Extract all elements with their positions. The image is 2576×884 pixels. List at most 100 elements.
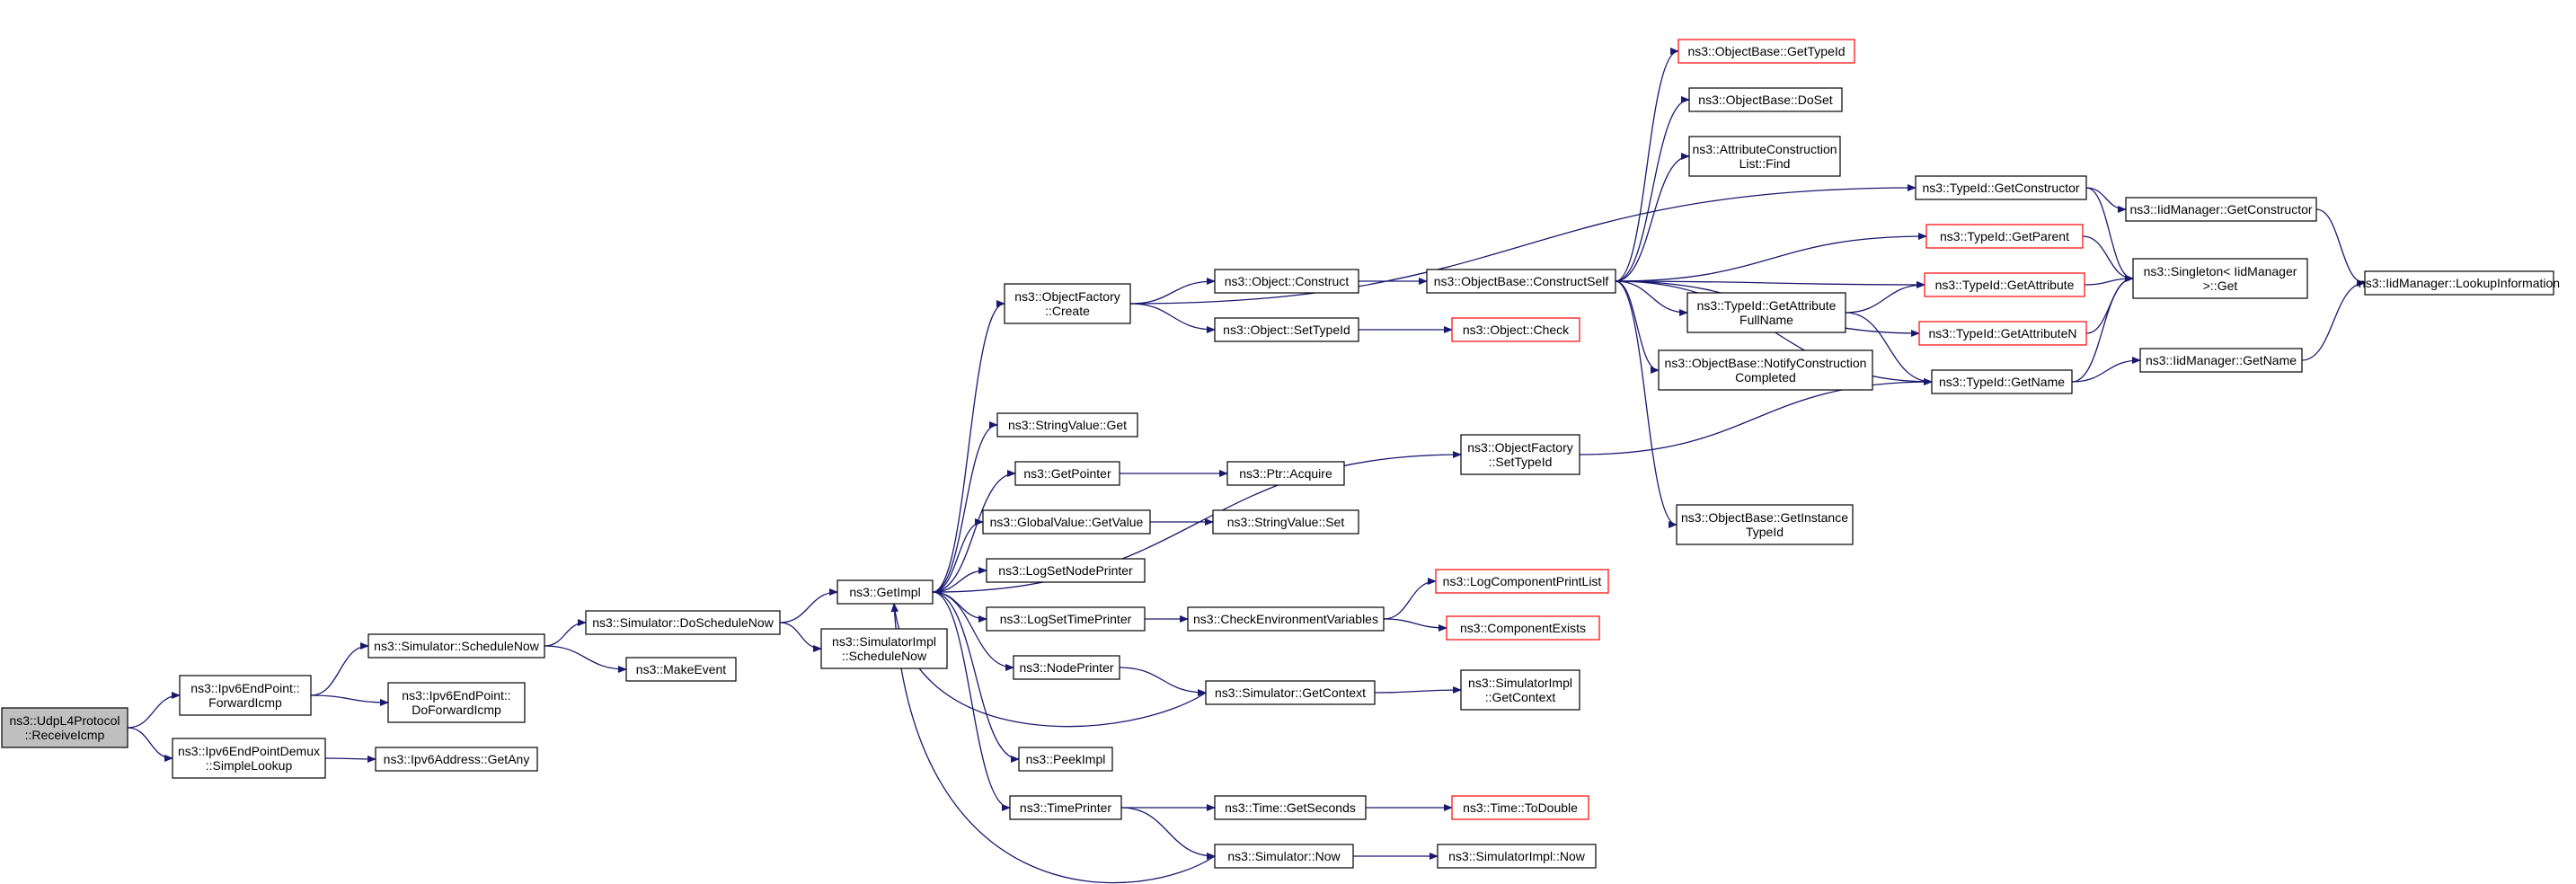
node-logsettime[interactable]: ns3::LogSetTimePrinter: [986, 606, 1146, 632]
call-edge-obconstructself-to-attrconstfind: [1615, 153, 1690, 282]
node-simimplsched[interactable]: ns3::SimulatorImpl::ScheduleNow: [820, 628, 948, 669]
node-label: ns3::TimePrinter: [1020, 800, 1112, 815]
node-gvgetvalue[interactable]: ns3::GlobalValue::GetValue: [982, 509, 1151, 535]
node-obnotify[interactable]: ns3::ObjectBase::NotifyConstructionCompl…: [1658, 349, 1873, 391]
node-box: [1688, 136, 1841, 177]
node-label: ns3::TypeId::GetAttribute: [1935, 278, 2075, 292]
node-label: ns3::TypeId::GetParent: [1940, 229, 2069, 243]
node-label: ns3::IidManager::GetName: [2146, 353, 2297, 367]
node-box: [625, 657, 737, 682]
node-simimplgetctx[interactable]: ns3::SimulatorImpl::GetContext: [1460, 669, 1580, 711]
node-ptracquire[interactable]: ns3::Ptr::Acquire: [1226, 461, 1345, 486]
node-label: ns3::IidManager::LookupInformation: [2359, 276, 2560, 290]
node-timeprinter[interactable]: ns3::TimePrinter: [1009, 795, 1122, 820]
node-simgetctx[interactable]: ns3::Simulator::GetContext: [1205, 680, 1376, 705]
node-label: ns3::Ipv6EndPointDemux: [178, 744, 320, 758]
node-singleton[interactable]: ns3::Singleton< IidManager >::Get: [2132, 258, 2308, 299]
node-tidgetattr[interactable]: ns3::TypeId::GetAttribute: [1924, 272, 2085, 297]
node-label: ns3::SimulatorImpl: [1468, 676, 1572, 690]
node-obgettypeid[interactable]: ns3::ObjectBase::GetTypeId: [1677, 39, 1855, 64]
node-getimpl[interactable]: ns3::GetImpl: [837, 579, 934, 605]
call-edge-getimpl-to-strvalget: [932, 421, 998, 593]
node-label: Completed: [1735, 370, 1796, 385]
node-lookup[interactable]: ns3::Ipv6EndPointDemux::SimpleLookup: [172, 738, 326, 779]
node-box: [1677, 39, 1855, 64]
node-label: ns3::ObjectBase::DoSet: [1698, 93, 1833, 107]
node-label: ns3::TypeId::GetConstructor: [1922, 181, 2079, 195]
node-box: [2139, 348, 2303, 373]
node-iidlookup[interactable]: ns3::IidManager::LookupInformation: [2359, 270, 2560, 296]
node-box: [367, 633, 545, 659]
node-timetodouble[interactable]: ns3::Time::ToDouble: [1451, 795, 1589, 820]
node-label: ns3::Ipv6EndPoint::: [190, 681, 299, 695]
node-box: [1931, 369, 2073, 394]
node-tidgetparent[interactable]: ns3::TypeId::GetParent: [1925, 224, 2084, 249]
node-box: [1686, 292, 1846, 333]
node-label: ::SimpleLookup: [206, 758, 293, 773]
node-schednow[interactable]: ns3::Simulator::ScheduleNow: [367, 633, 545, 659]
node-box: [986, 558, 1146, 583]
node-label: ns3::ComponentExists: [1460, 621, 1586, 635]
call-edge-getimpl-to-timeprinter: [932, 591, 1011, 811]
call-edge-obconstructself-to-tidgetparent: [1615, 233, 1927, 282]
node-strvalget[interactable]: ns3::StringValue::Get: [996, 412, 1138, 438]
node-box: [1658, 349, 1873, 391]
node-box: [2364, 270, 2554, 296]
node-label: ns3::Time::ToDouble: [1463, 800, 1578, 815]
node-logsetnode[interactable]: ns3::LogSetNodePrinter: [986, 558, 1146, 583]
node-dofwd[interactable]: ns3::Ipv6EndPoint::DoForwardIcmp: [387, 682, 526, 723]
node-label: ns3::SimulatorImpl::Now: [1448, 849, 1586, 863]
node-makeevent[interactable]: ns3::MakeEvent: [625, 657, 737, 682]
node-compexists[interactable]: ns3::ComponentExists: [1446, 615, 1600, 641]
call-edge-tidgetparent-to-singleton: [2082, 235, 2134, 282]
node-doschednow[interactable]: ns3::Simulator::DoScheduleNow: [585, 610, 781, 635]
node-label: ns3::Object::Construct: [1225, 274, 1350, 288]
node-box: [387, 682, 526, 723]
node-nodeprinter[interactable]: ns3::NodePrinter: [1013, 655, 1120, 680]
node-box: [1187, 606, 1385, 632]
node-label: List::Find: [1739, 156, 1791, 171]
node-checkenv[interactable]: ns3::CheckEnvironmentVariables: [1187, 606, 1385, 632]
node-label: ForwardIcmp: [208, 695, 282, 710]
node-label: ns3::Time::GetSeconds: [1225, 800, 1356, 815]
node-box: [1451, 795, 1589, 820]
call-edge-schednow-to-doschednow: [544, 619, 587, 647]
node-iidgetctor[interactable]: ns3::IidManager::GetConstructor: [2125, 197, 2317, 222]
call-edge-tidgetattrfull-to-tidgetattr: [1845, 281, 1925, 314]
node-objcheck[interactable]: ns3::Object::Check: [1451, 317, 1580, 342]
node-box: [2125, 197, 2317, 222]
node-strvalset[interactable]: ns3::StringValue::Set: [1212, 509, 1359, 535]
node-peekimpl[interactable]: ns3::PeekImpl: [1018, 747, 1113, 772]
node-objconstruct[interactable]: ns3::Object::Construct: [1214, 269, 1359, 294]
node-obdoset[interactable]: ns3::ObjectBase::DoSet: [1688, 87, 1843, 112]
node-simimplnow[interactable]: ns3::SimulatorImpl::Now: [1437, 844, 1597, 869]
node-box: [1437, 844, 1597, 869]
node-label: ::ReceiveIcmp: [25, 728, 105, 742]
node-simnow[interactable]: ns3::Simulator::Now: [1214, 844, 1354, 869]
node-fwd[interactable]: ns3::Ipv6EndPoint::ForwardIcmp: [179, 675, 312, 716]
node-getany[interactable]: ns3::Ipv6Address::GetAny: [375, 747, 538, 772]
node-getpointer[interactable]: ns3::GetPointer: [1014, 461, 1120, 486]
call-edge-ofcreate-to-objsettypeid: [1129, 303, 1216, 333]
node-tidgetctor[interactable]: ns3::TypeId::GetConstructor: [1915, 175, 2087, 200]
node-label: ns3::ObjectFactory: [1467, 440, 1573, 455]
node-ofcreate[interactable]: ns3::ObjectFactory::Create: [1004, 283, 1131, 324]
call-edge-lookup-to-getany: [324, 755, 376, 763]
node-label: ns3::PeekImpl: [1026, 752, 1106, 766]
node-obconstructself[interactable]: ns3::ObjectBase::ConstructSelf: [1426, 269, 1616, 294]
node-box: [172, 738, 326, 779]
node-iidgetname[interactable]: ns3::IidManager::GetName: [2139, 348, 2303, 373]
node-objsettypeid[interactable]: ns3::Object::SetTypeId: [1214, 317, 1359, 342]
call-edge-getimpl-to-nodeprinter: [932, 591, 1014, 671]
call-edge-obconstructself-to-obdoset: [1615, 96, 1690, 282]
node-logcomplist[interactable]: ns3::LogComponentPrintList: [1435, 569, 1609, 594]
node-ofsettypeid[interactable]: ns3::ObjectFactory::SetTypeId: [1460, 434, 1580, 475]
node-box: [1014, 461, 1120, 486]
node-tidgetname[interactable]: ns3::TypeId::GetName: [1931, 369, 2073, 394]
node-tidgetattrn[interactable]: ns3::TypeId::GetAttributeN: [1918, 321, 2087, 346]
node-timegetsec[interactable]: ns3::Time::GetSeconds: [1214, 795, 1367, 820]
